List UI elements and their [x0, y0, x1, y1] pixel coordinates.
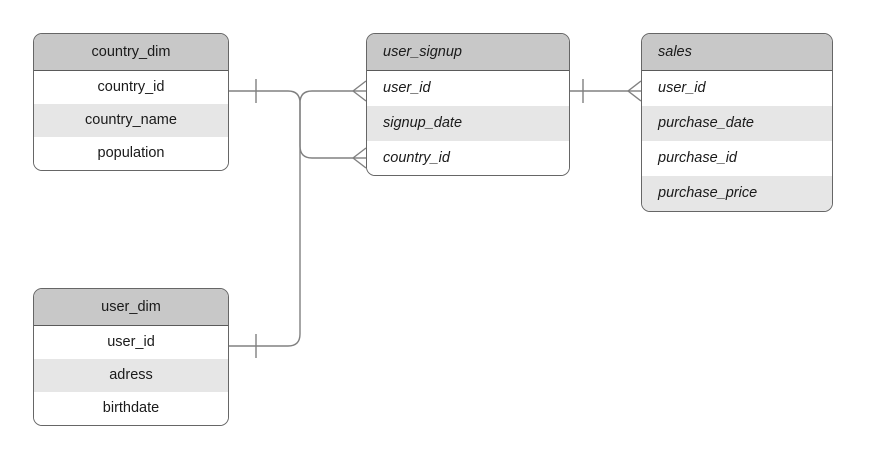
field-row-population[interactable]: population — [34, 137, 228, 170]
field-row-birthdate[interactable]: birthdate — [34, 392, 228, 425]
field-row-signup-date[interactable]: signup_date — [367, 106, 569, 141]
field-row-user-id[interactable]: user_id — [367, 71, 569, 106]
field-row-purchase-id[interactable]: purchase_id — [642, 141, 832, 176]
crow-foot-sales-user-id — [627, 80, 642, 102]
entity-user-dim[interactable]: user_dim user_id adress birthdate — [33, 288, 229, 426]
field-row-user-id[interactable]: user_id — [642, 71, 832, 106]
crow-foot-country-id — [352, 147, 367, 169]
entity-sales[interactable]: sales user_id purchase_date purchase_id … — [641, 33, 833, 212]
entity-title-user-signup: user_signup — [367, 34, 569, 71]
crow-foot-user-id — [352, 80, 367, 102]
field-row-user-id[interactable]: user_id — [34, 326, 228, 359]
field-row-adress[interactable]: adress — [34, 359, 228, 392]
field-row-country-id[interactable]: country_id — [34, 71, 228, 104]
field-row-purchase-price[interactable]: purchase_price — [642, 176, 832, 211]
entity-country-dim[interactable]: country_dim country_id country_name popu… — [33, 33, 229, 171]
entity-title-country-dim: country_dim — [34, 34, 228, 71]
connector-country-dim-user-signup — [229, 79, 367, 169]
entity-user-signup[interactable]: user_signup user_id signup_date country_… — [366, 33, 570, 176]
field-row-country-name[interactable]: country_name — [34, 104, 228, 137]
entity-title-sales: sales — [642, 34, 832, 71]
entity-title-user-dim: user_dim — [34, 289, 228, 326]
connector-user-dim-user-signup — [229, 80, 367, 358]
connector-user-signup-sales — [570, 79, 642, 103]
field-row-country-id[interactable]: country_id — [367, 141, 569, 175]
field-row-purchase-date[interactable]: purchase_date — [642, 106, 832, 141]
